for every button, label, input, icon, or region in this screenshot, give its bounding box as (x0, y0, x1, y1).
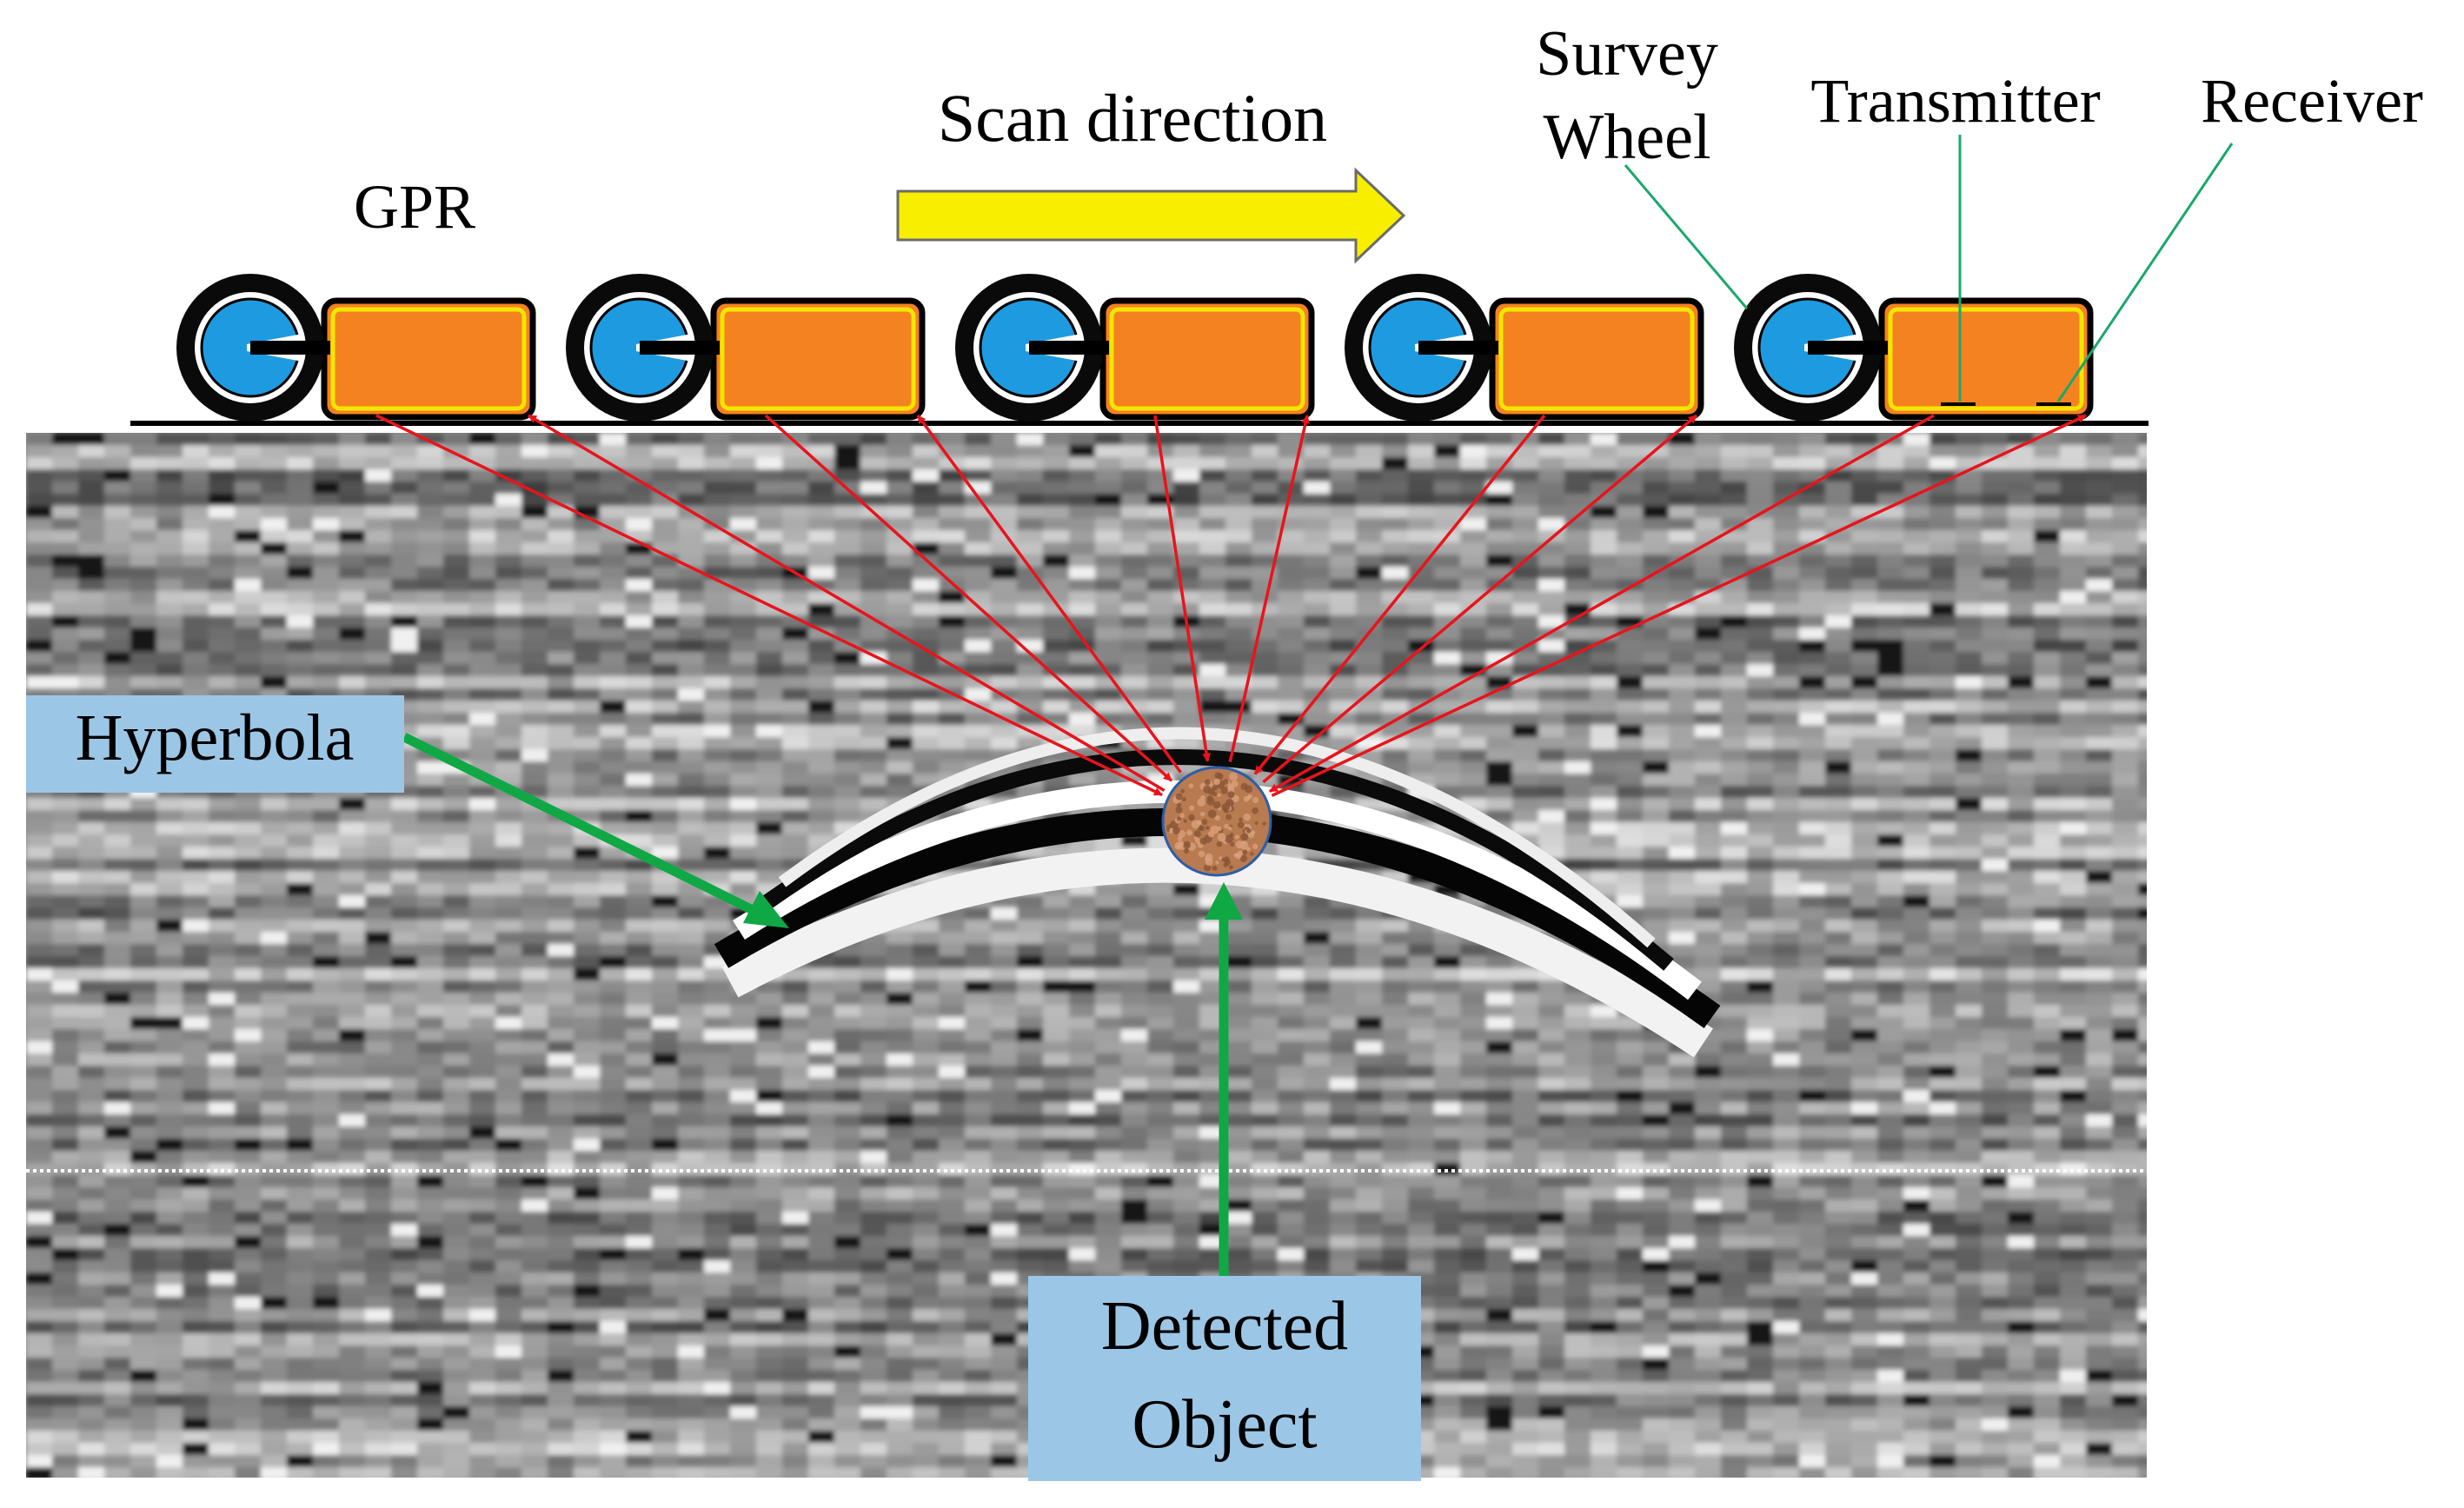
gpr-units (176, 274, 2094, 422)
detected-object-label-line2: Object (1132, 1386, 1317, 1463)
transmit-ray-4 (1253, 414, 1546, 775)
survey-wheel-icon (955, 274, 1109, 422)
gpr-unit-5 (1734, 274, 2094, 422)
return-ray-2 (916, 414, 1182, 774)
callout-pointers (402, 733, 1243, 1278)
detected-object-label-line1: Detected (1101, 1288, 1348, 1365)
gpr-unit-4 (1345, 274, 1704, 422)
scan-direction-label: Scan direction (938, 80, 1327, 156)
transmit-ray-1 (375, 414, 1163, 797)
gpr-unit-1 (176, 274, 536, 422)
radargram-image (26, 433, 2147, 1478)
hyperbola-label: Hyperbola (76, 701, 355, 774)
reflection-rays (375, 414, 2087, 797)
gpr-label: GPR (354, 172, 475, 242)
hyperbola-callout-box (26, 695, 404, 793)
leader-lines (1624, 135, 2234, 402)
detected-object-callout-box (1028, 1276, 1421, 1481)
gpr-unit-3 (955, 274, 1315, 422)
transmit-ray-3 (1153, 415, 1212, 762)
transmitter-label: Transmitter (1810, 66, 2100, 136)
return-ray-4 (1262, 414, 1698, 784)
survey-wheel-icon (1734, 274, 1888, 422)
return-ray-3 (1228, 415, 1310, 763)
survey-wheel-icon (176, 274, 330, 422)
gpr-antenna-icon (1489, 297, 1704, 421)
transmit-ray-2 (764, 414, 1173, 782)
survey-wheel-icon (1345, 274, 1498, 422)
gpr-unit-2 (566, 274, 926, 422)
survey-wheel-label-line1: Survey (1536, 18, 1718, 90)
gpr-antenna-icon (321, 297, 536, 421)
receiver-label: Receiver (2201, 66, 2423, 136)
buried-object-icon (1161, 766, 1272, 877)
gpr-antenna-icon (710, 297, 926, 421)
survey-wheel-icon (566, 274, 720, 422)
scan-direction-arrow-icon (896, 167, 1406, 264)
return-ray-1 (528, 414, 1166, 792)
return-ray-5 (1271, 414, 2087, 797)
gpr-antenna-icon (1878, 297, 2094, 421)
gpr-antenna-icon (1099, 297, 1315, 421)
survey-wheel-label-line2: Wheel (1543, 102, 1710, 173)
transmit-ray-5 (1269, 414, 1935, 794)
